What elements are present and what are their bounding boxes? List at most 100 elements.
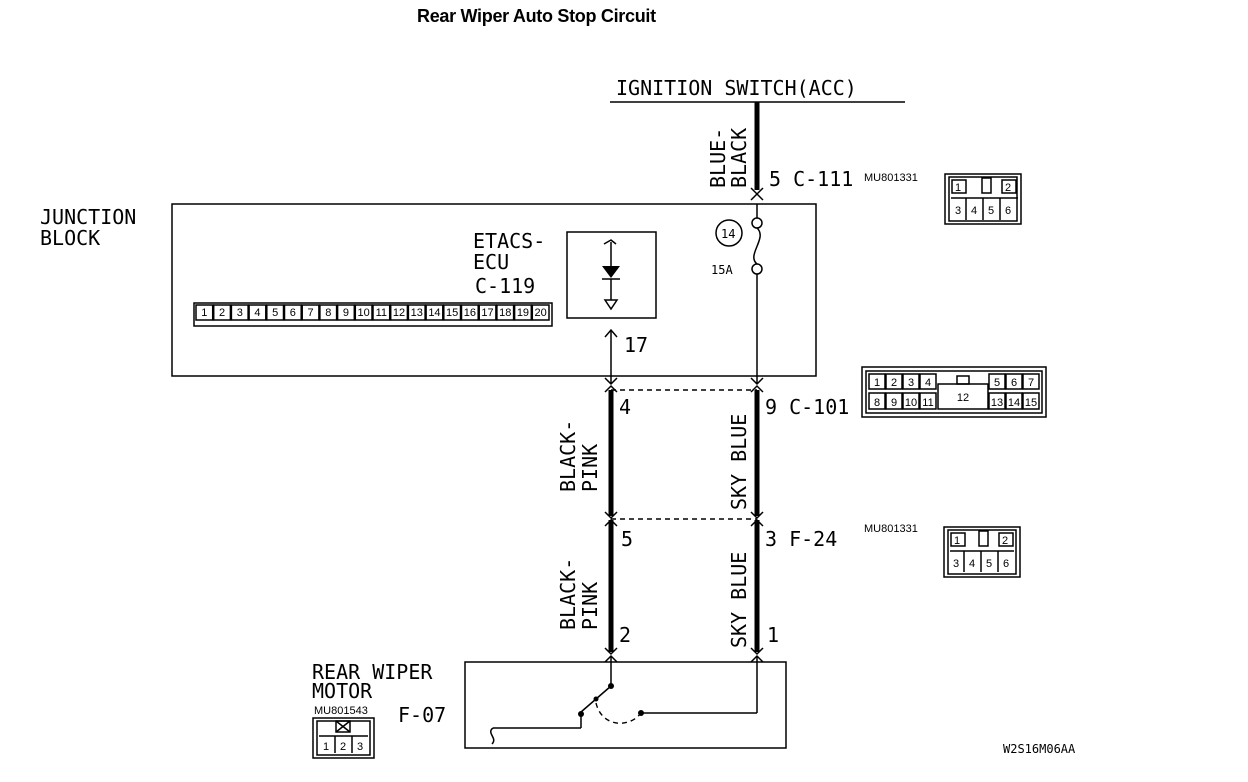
svg-text:11: 11 [922, 397, 933, 409]
fuse-number: 14 [721, 227, 735, 241]
svg-text:2: 2 [340, 741, 346, 753]
pin-c101-left: 4 [619, 395, 631, 419]
svg-text:12: 12 [957, 392, 969, 404]
svg-text:1: 1 [955, 182, 961, 194]
wire-label-black-pink-1a: BLACK- [556, 420, 580, 492]
motor-label-1: REAR WIPER [312, 660, 433, 684]
connector-motor-icon: 1 2 3 [312, 717, 375, 759]
diagram-code: W2S16M06AA [1003, 742, 1076, 756]
svg-text:4: 4 [925, 377, 931, 389]
c119-pin: 4 [254, 307, 260, 319]
svg-text:6: 6 [1011, 377, 1017, 389]
c119-pin: 9 [343, 307, 349, 319]
diode-icon [602, 239, 620, 311]
svg-text:2: 2 [1005, 182, 1011, 194]
svg-text:6: 6 [1003, 558, 1009, 570]
wire-label-sky-blue-2: SKY BLUE [727, 552, 751, 648]
c119-pin: 10 [358, 307, 370, 319]
c119-pin: 6 [290, 307, 296, 319]
pin-etacs-17: 17 [624, 333, 648, 357]
svg-text:4: 4 [969, 558, 975, 570]
c119-pin: 18 [499, 307, 511, 319]
junction-label-1: JUNCTION [40, 205, 136, 229]
ignition-switch-label: IGNITION SWITCH(ACC) [616, 76, 857, 100]
etacs-label-2: ECU [473, 250, 509, 274]
svg-text:2: 2 [1002, 535, 1008, 547]
svg-text:1: 1 [874, 377, 880, 389]
c119-pin: 11 [376, 307, 387, 319]
svg-text:3: 3 [908, 377, 914, 389]
fuse-terminal-bottom [751, 263, 763, 275]
rear-wiper-motor-box [464, 661, 787, 749]
fuse-number-circle [715, 219, 743, 247]
etacs-label-3: C-119 [475, 274, 535, 298]
motor-label-2: MOTOR [312, 679, 373, 703]
wire-label-sky-blue-1: SKY BLUE [727, 414, 751, 510]
svg-text:15: 15 [1025, 397, 1037, 409]
connector-c111-arrow-lower [750, 192, 764, 201]
pin-f24-left: 5 [621, 527, 633, 551]
svg-text:7: 7 [1028, 377, 1034, 389]
svg-text:3: 3 [953, 558, 959, 570]
fuse-element [753, 227, 761, 265]
c119-pin: 20 [535, 307, 547, 319]
etacs-ecu-box [566, 231, 657, 319]
c119-pin: 19 [517, 307, 529, 319]
c119-pin: 5 [272, 307, 278, 319]
c101-arrow-right-top [750, 377, 764, 386]
part-number-f24: MU801331 [864, 523, 918, 535]
svg-text:6: 6 [1005, 205, 1011, 217]
svg-text:5: 5 [986, 558, 992, 570]
fuse-rating: 15A [711, 263, 733, 277]
svg-text:1: 1 [323, 741, 329, 753]
svg-text:5: 5 [994, 377, 1000, 389]
motor-arrow-left-top [604, 647, 618, 656]
svg-text:3: 3 [955, 205, 961, 217]
c119-pin: 15 [446, 307, 458, 319]
svg-text:13: 13 [991, 397, 1003, 409]
c119-pin: 14 [428, 307, 440, 319]
wire-label-black-pink-1b: PINK [578, 444, 602, 492]
c119-pin: 8 [325, 307, 331, 319]
motor-arrow-right-top [750, 647, 764, 656]
c119-pin: 3 [237, 307, 243, 319]
pin-motor-left: 2 [619, 623, 631, 647]
motor-connector-label: F-07 [398, 703, 446, 727]
wire-label-black-pink-2b: PINK [578, 582, 602, 630]
c119-pin: 7 [307, 307, 313, 319]
svg-text:1: 1 [954, 535, 960, 547]
c101-arrow-left-top [604, 377, 618, 386]
f24-arrow-right-top [750, 511, 764, 520]
pin-c101-right: 9 C-101 [765, 395, 849, 419]
c119-pin: 2 [219, 307, 225, 319]
page-title: Rear Wiper Auto Stop Circuit [417, 6, 656, 26]
svg-text:4: 4 [971, 205, 977, 217]
pin-c111: 5 C-111 [769, 167, 853, 191]
f24-arrow-left-top [604, 511, 618, 520]
svg-text:3: 3 [357, 741, 363, 753]
c119-pin: 13 [411, 307, 423, 319]
part-number-c111: MU801331 [864, 172, 918, 184]
svg-text:9: 9 [891, 397, 897, 409]
svg-text:2: 2 [891, 377, 897, 389]
c119-pin: 1 [201, 307, 207, 319]
etacs-label-1: ETACS- [473, 229, 545, 253]
wire-label-black-pink-2a: BLACK- [556, 558, 580, 630]
c119-pin: 12 [393, 307, 405, 319]
c101-arrow-right-bottom [750, 384, 764, 393]
part-number-motor: MU801543 [314, 705, 368, 717]
svg-text:14: 14 [1008, 397, 1020, 409]
pin-f24-right: 3 F-24 [765, 527, 837, 551]
svg-text:8: 8 [874, 397, 880, 409]
connector-f24-icon: 1 2 3 4 5 6 [943, 526, 1021, 578]
junction-block-box [171, 203, 817, 377]
auto-stop-switch [490, 656, 758, 745]
wire-label-blue: BLUE- [706, 128, 730, 188]
fuse-terminal-top [751, 217, 763, 229]
junction-label-2: BLOCK [40, 226, 100, 250]
svg-text:10: 10 [905, 397, 917, 409]
connector-c111-icon: 1 2 3 4 5 6 [944, 173, 1022, 225]
